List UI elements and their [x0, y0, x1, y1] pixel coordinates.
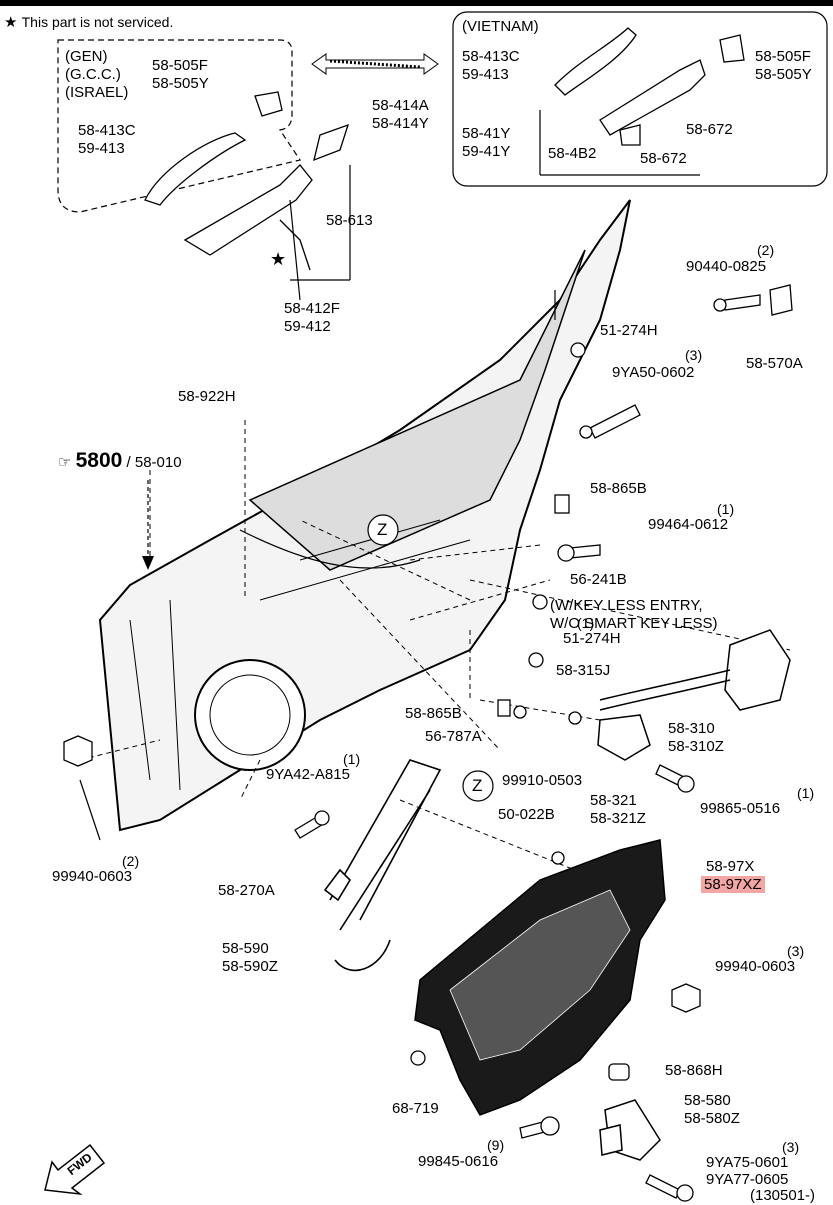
part-label[interactable]: 58-505F: [755, 48, 811, 65]
part-label[interactable]: 58-570A: [746, 355, 803, 372]
main-ref-number: 5800: [75, 449, 123, 472]
part-label[interactable]: 50-022B: [498, 806, 555, 823]
solid-leaders: [79, 110, 700, 841]
part-label[interactable]: 58-97X: [706, 858, 755, 875]
part-label[interactable]: 58-672: [640, 150, 687, 167]
part-label[interactable]: 58-270A: [218, 882, 275, 899]
part-label[interactable]: 58-505Y: [755, 66, 812, 83]
part-label[interactable]: 58-580Z: [684, 1110, 740, 1127]
part-label[interactable]: 9YA42-A815: [266, 766, 350, 783]
part-label[interactable]: 58-41Y: [462, 125, 511, 142]
z-marker-1: [367, 514, 399, 546]
reference-icon: ☞: [58, 454, 72, 471]
part-label[interactable]: 58-613: [326, 212, 373, 229]
leader-lines: [79, 420, 791, 881]
part-label[interactable]: 58-315J: [556, 662, 611, 679]
part-label[interactable]: 99845-0616: [418, 1153, 499, 1170]
qty-label: (1): [343, 751, 361, 767]
israel-label: (ISRAEL): [65, 84, 129, 101]
highlighted-part-number: 58-97XZ: [701, 876, 765, 893]
qty-label: (3): [685, 347, 703, 363]
qty-label: (1): [717, 501, 735, 517]
part-label[interactable]: 58-868H: [665, 1062, 723, 1079]
part-label[interactable]: 58-672: [686, 121, 733, 138]
part-label[interactable]: 58-4B2: [548, 145, 597, 162]
star-icon: ★: [4, 14, 18, 31]
part-label[interactable]: 51-274H: [563, 630, 621, 647]
qty-label: (1): [577, 615, 595, 631]
part-label[interactable]: 99940-0603: [715, 958, 796, 975]
part-label[interactable]: 59-413: [78, 140, 125, 157]
part-label[interactable]: 58-310: [668, 720, 715, 737]
part-label[interactable]: 58-505F: [152, 57, 208, 74]
part-label[interactable]: 58-413C: [78, 122, 136, 139]
gcc-label: (G.C.C.): [65, 66, 121, 83]
part-label[interactable]: 58-580: [684, 1092, 731, 1109]
part-label[interactable]: 59-413: [462, 66, 509, 83]
window-motor: [599, 1099, 661, 1161]
gen-label: (GEN): [65, 48, 108, 65]
part-label[interactable]: 56-241B: [570, 571, 627, 588]
vietnam-group-box: [452, 11, 828, 187]
main-ref-part: / 58-010: [126, 454, 182, 471]
main-ref-label[interactable]: ☞ 5800 / 58-010: [58, 449, 182, 472]
part-label[interactable]: 51-274H: [600, 322, 658, 339]
not-serviced-star-icon: ★: [270, 249, 287, 269]
part-label[interactable]: 58-590Z: [222, 958, 278, 975]
qty-label: (9): [487, 1137, 505, 1153]
part-label-highlighted[interactable]: 58-97XZ: [701, 876, 765, 894]
vietnam-label: (VIETNAM): [462, 18, 539, 35]
qty-label: (1): [797, 785, 815, 801]
part-label[interactable]: 58-865B: [405, 705, 462, 722]
part-label[interactable]: 9YA75-0601: [706, 1154, 789, 1171]
fwd-arrow-icon: [44, 1143, 106, 1196]
qty-label: (2): [122, 853, 140, 869]
part-label[interactable]: 99865-0516: [700, 800, 781, 817]
notice-text: This part is not serviced.: [21, 14, 174, 30]
qty-label: (2): [757, 242, 775, 258]
part-label[interactable]: 90440-0825: [686, 258, 767, 275]
region-double-arrow: [311, 53, 439, 75]
qty-label: (3): [787, 943, 805, 959]
part-label[interactable]: 68-719: [392, 1100, 439, 1117]
part-label[interactable]: 58-321Z: [590, 810, 646, 827]
part-label[interactable]: 58-414A: [372, 97, 429, 114]
part-label[interactable]: 99940-0603: [52, 868, 133, 885]
note-label: W/O SMART KEY LESS): [550, 615, 718, 632]
door-lock-actuator: [597, 629, 791, 761]
window-regulator: [323, 759, 442, 972]
part-label[interactable]: 58-412F: [284, 300, 340, 317]
outer-handle-gen: [144, 91, 350, 206]
part-label[interactable]: 58-505Y: [152, 75, 209, 92]
z-marker-2: [462, 770, 494, 802]
part-label[interactable]: 9YA77-0605: [706, 1171, 789, 1188]
z-marker-label: Z: [377, 520, 388, 539]
handle-bracket-gen: [183, 164, 313, 271]
part-label[interactable]: 58-310Z: [668, 738, 724, 755]
part-label[interactable]: 58-922H: [178, 388, 236, 405]
gen-group-box: [57, 39, 301, 213]
part-label[interactable]: 99464-0612: [648, 516, 729, 533]
part-label[interactable]: 59-41Y: [462, 143, 511, 160]
part-label[interactable]: 58-590: [222, 940, 269, 957]
catalog-ref: (130501-): [750, 1187, 816, 1204]
part-label[interactable]: 58-865B: [590, 480, 647, 497]
part-label[interactable]: 58-414Y: [372, 115, 429, 132]
part-label[interactable]: 56-787A: [425, 728, 482, 745]
part-label[interactable]: 9YA50-0602: [612, 364, 695, 381]
notice-line: ★ This part is not serviced.: [4, 13, 173, 32]
door-panel: [98, 199, 631, 832]
part-label[interactable]: 58-321: [590, 792, 637, 809]
part-label[interactable]: 58-413C: [462, 48, 520, 65]
qty-label: (3): [782, 1139, 800, 1155]
door-module-carrier: [414, 839, 666, 1116]
outer-handle-vietnam: [554, 27, 745, 146]
note-label: (W/KEY LESS ENTRY,: [550, 597, 703, 614]
part-label[interactable]: 99910-0503: [502, 772, 583, 789]
small-parts: [63, 284, 793, 1202]
z-marker-label: Z: [472, 776, 483, 795]
top-border-bar: [0, 0, 833, 6]
part-label[interactable]: 59-412: [284, 318, 331, 335]
